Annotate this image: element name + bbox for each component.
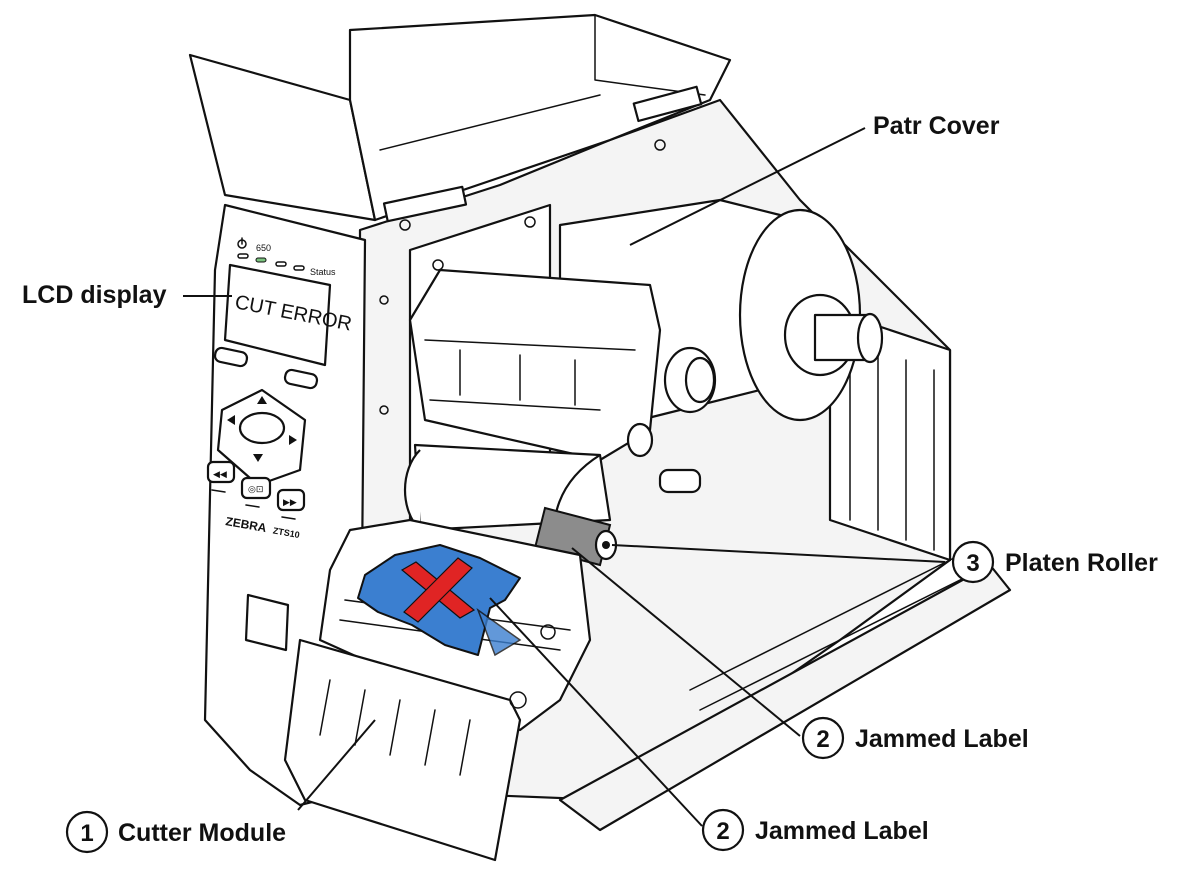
callout-cutter-module-number: 1: [80, 820, 93, 847]
right-soft-key[interactable]: [283, 368, 319, 390]
callout-platen-roller-label: Platen Roller: [1005, 549, 1158, 577]
ok-button[interactable]: [238, 411, 286, 445]
left-soft-key[interactable]: [213, 346, 249, 368]
callout-jammed-label-upper: 2 Jammed Label: [801, 716, 1029, 760]
callout-lcd-display: LCD display: [22, 281, 167, 309]
top-lid: [188, 13, 732, 231]
printhead-assembly: [408, 268, 717, 494]
rewind-icon: ◀◀: [213, 469, 227, 479]
down-arrow-icon: [253, 454, 263, 462]
power-icon: [237, 237, 247, 249]
left-arrow-icon: [227, 415, 235, 425]
callout-part-cover: Patr Cover: [873, 112, 1000, 140]
callout-jammed-label-lower: 2 Jammed Label: [701, 808, 929, 852]
callout-cutter-module: 1 Cutter Module: [65, 810, 286, 854]
callout-jammed-label-lower-label: Jammed Label: [755, 817, 929, 845]
lcd-screen: [223, 263, 332, 367]
feed-icon: ▶▶: [283, 497, 297, 507]
callout-jammed-label-upper-label: Jammed Label: [855, 725, 1029, 753]
rewind-button[interactable]: [206, 460, 236, 484]
callout-jammed-label-lower-number: 2: [716, 818, 729, 845]
navigation-pad[interactable]: [216, 388, 307, 487]
callout-leaders: [183, 127, 946, 827]
up-arrow-icon: [257, 396, 267, 404]
indicator-label-status: Status: [310, 267, 336, 277]
indicator-label-650: 650: [256, 243, 271, 253]
callout-part-cover-label: Patr Cover: [873, 112, 1000, 140]
pause-button[interactable]: [240, 476, 272, 500]
callout-platen-roller-number: 3: [966, 550, 979, 577]
callout-jammed-label-upper-number: 2: [816, 726, 829, 753]
error-cross-icon: [400, 557, 476, 623]
media-path: [403, 443, 612, 561]
right-arrow-icon: [289, 435, 297, 445]
callout-cutter-module-label: Cutter Module: [118, 819, 286, 847]
feed-button[interactable]: [276, 488, 306, 512]
pause-icon: ◎⊡: [248, 484, 263, 494]
callout-lcd-display-label: LCD display: [22, 281, 167, 309]
callout-platen-roller: 3 Platen Roller: [951, 540, 1158, 584]
